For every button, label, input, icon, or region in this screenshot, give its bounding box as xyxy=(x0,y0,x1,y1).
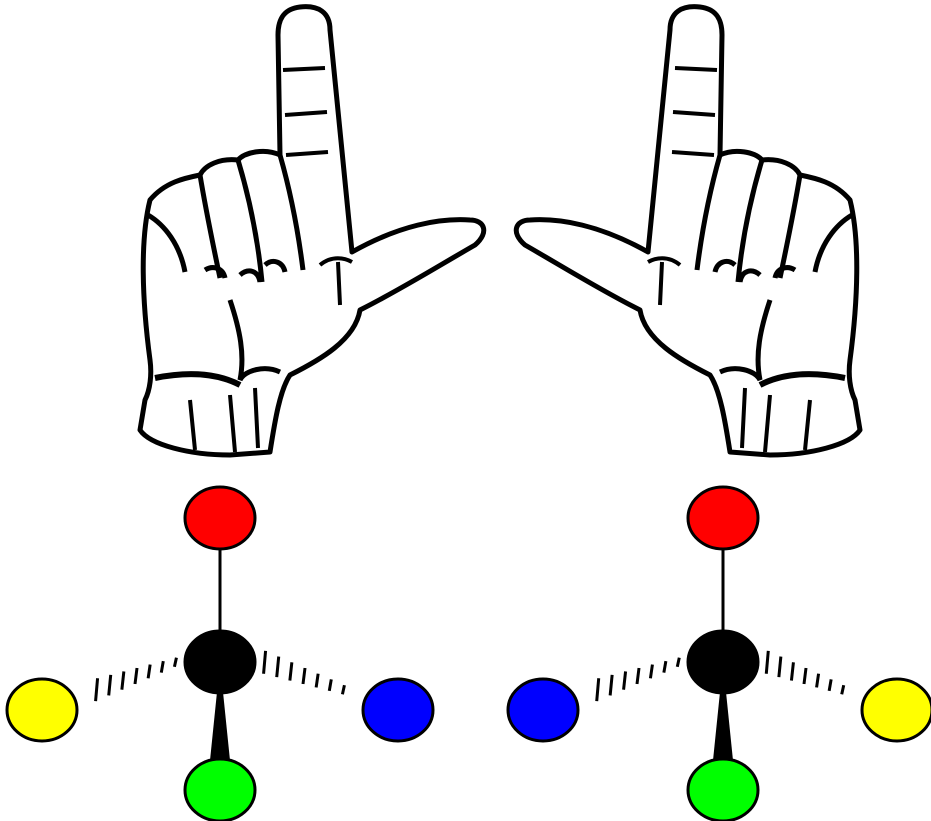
right-hand-l-gesture-icon xyxy=(516,7,860,455)
bond-left-dashed xyxy=(597,658,680,701)
atom-left-yellow xyxy=(7,679,77,741)
molecule-left-enantiomer xyxy=(7,487,433,821)
atom-center-black xyxy=(185,631,255,693)
atom-center-black xyxy=(688,631,758,693)
bond-left-dashed xyxy=(96,658,177,701)
atom-top-red xyxy=(185,487,255,549)
atom-right-blue xyxy=(363,679,433,741)
molecules-group xyxy=(7,487,931,821)
atom-left-blue xyxy=(508,679,578,741)
atom-bottom-green xyxy=(185,759,255,821)
molecule-right-enantiomer xyxy=(508,487,931,821)
atom-top-red xyxy=(688,487,758,549)
atom-right-yellow xyxy=(862,679,931,741)
atom-bottom-green xyxy=(688,759,758,821)
bond-right-dashed xyxy=(264,651,345,694)
left-hand-l-gesture-icon xyxy=(140,7,484,455)
bond-right-dashed xyxy=(766,651,843,694)
hands-group xyxy=(140,7,860,455)
